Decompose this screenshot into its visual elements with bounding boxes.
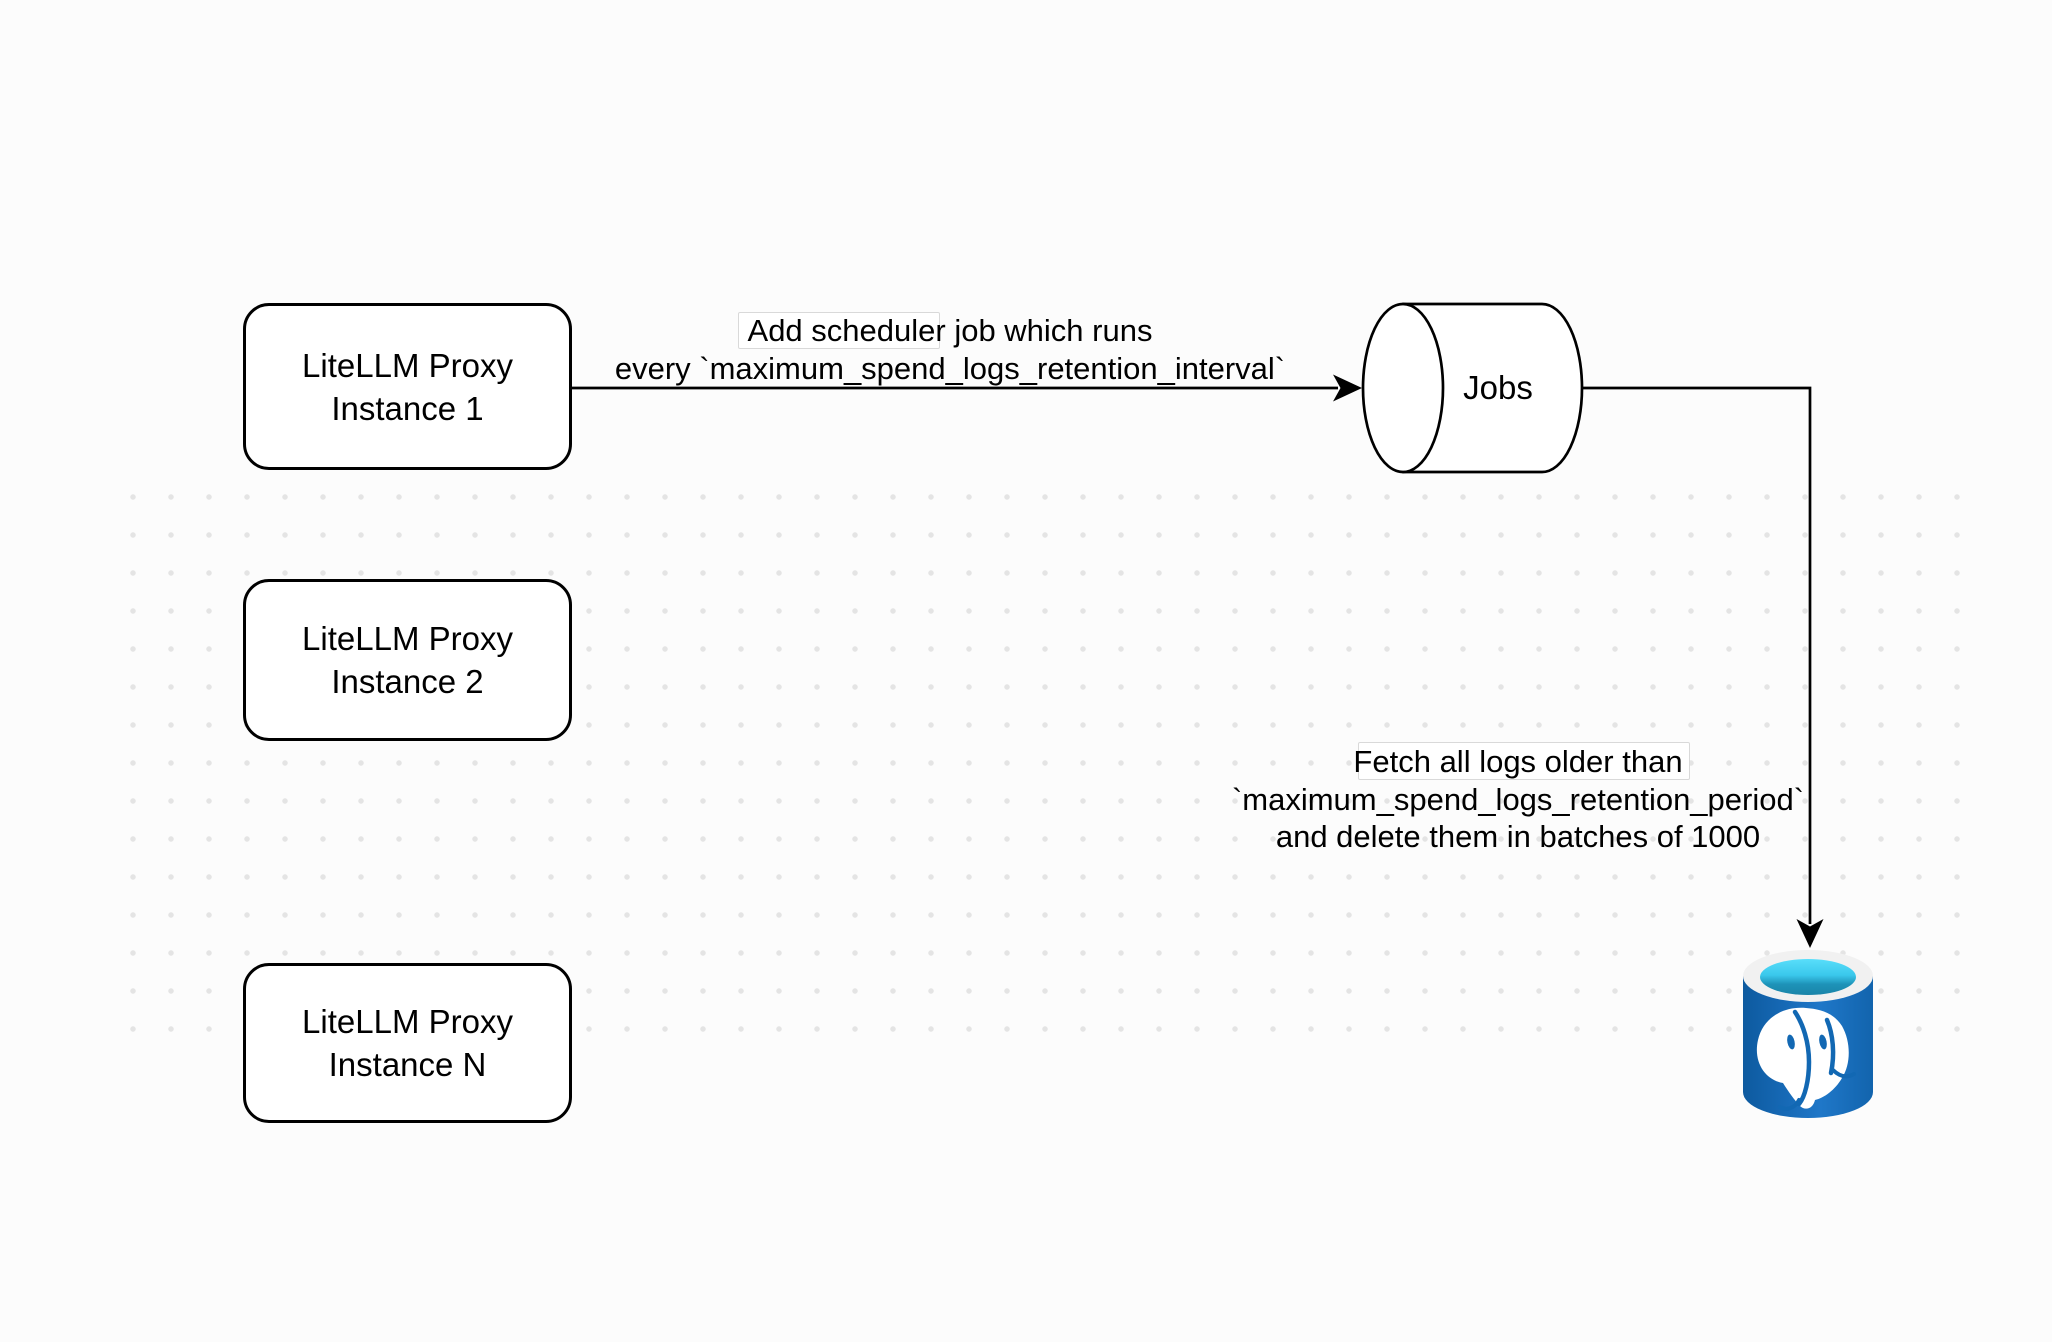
label-highlight-box-cleanup bbox=[1358, 742, 1690, 780]
node-litellm-proxy-instance-1: LiteLLM Proxy Instance 1 bbox=[243, 303, 572, 470]
edge-label-cleanup: Fetch all logs older than `maximum_spend… bbox=[1218, 743, 1818, 856]
edge-label-line: `maximum_spend_logs_retention_period` bbox=[1231, 781, 1805, 817]
node-litellm-proxy-instance-n: LiteLLM Proxy Instance N bbox=[243, 963, 572, 1123]
node-label-line: LiteLLM Proxy bbox=[302, 1003, 513, 1040]
postgresql-database-icon bbox=[1743, 950, 1873, 1118]
node-label-line: LiteLLM Proxy bbox=[302, 346, 513, 384]
node-label-line: Instance 2 bbox=[331, 663, 484, 700]
db-opening-water bbox=[1760, 959, 1856, 995]
arrow-scheduler bbox=[572, 374, 1362, 402]
arrowhead-right-icon bbox=[1333, 374, 1362, 402]
node-label-line: Instance N bbox=[328, 1046, 487, 1083]
arrow-cleanup bbox=[1582, 386, 1824, 948]
edge-label-line: Fetch all logs older than bbox=[1353, 744, 1683, 779]
edge-label-line: every `maximum_spend_logs_retention_inte… bbox=[614, 350, 1286, 386]
node-label-line: Instance 1 bbox=[331, 389, 484, 427]
edge-label-line: and delete them in batches of 1000 bbox=[1275, 819, 1761, 854]
edge-label-scheduler: Add scheduler job which runs every `maxi… bbox=[590, 312, 1310, 387]
node-litellm-proxy-instance-2: LiteLLM Proxy Instance 2 bbox=[243, 579, 572, 741]
node-label-line: LiteLLM Proxy bbox=[302, 620, 513, 657]
jobs-cylinder-shape bbox=[1361, 302, 1584, 474]
edge-label-line: Add scheduler job which runs bbox=[747, 313, 1153, 348]
postgres-elephant-icon bbox=[1756, 1007, 1856, 1111]
node-jobs-label: Jobs bbox=[1463, 369, 1533, 406]
arrowhead-down-icon bbox=[1796, 919, 1824, 948]
label-highlight-box-scheduler bbox=[738, 312, 940, 349]
